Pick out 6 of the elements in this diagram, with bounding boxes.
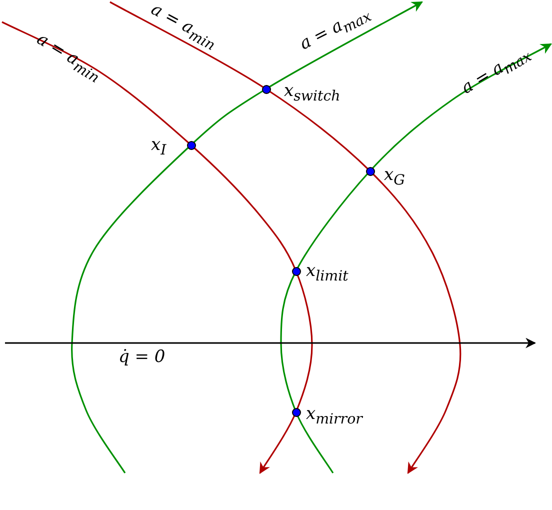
- axis-label: q̇ = 0: [118, 348, 166, 366]
- point-label: x$_{G}$: [384, 167, 405, 188]
- point-label: x$_{mirror}$: [306, 406, 362, 427]
- point-label: x$_{switch}$: [284, 83, 340, 104]
- point-label: x$_{limit}$: [306, 263, 348, 284]
- point-label: x$_{I}$: [151, 137, 166, 158]
